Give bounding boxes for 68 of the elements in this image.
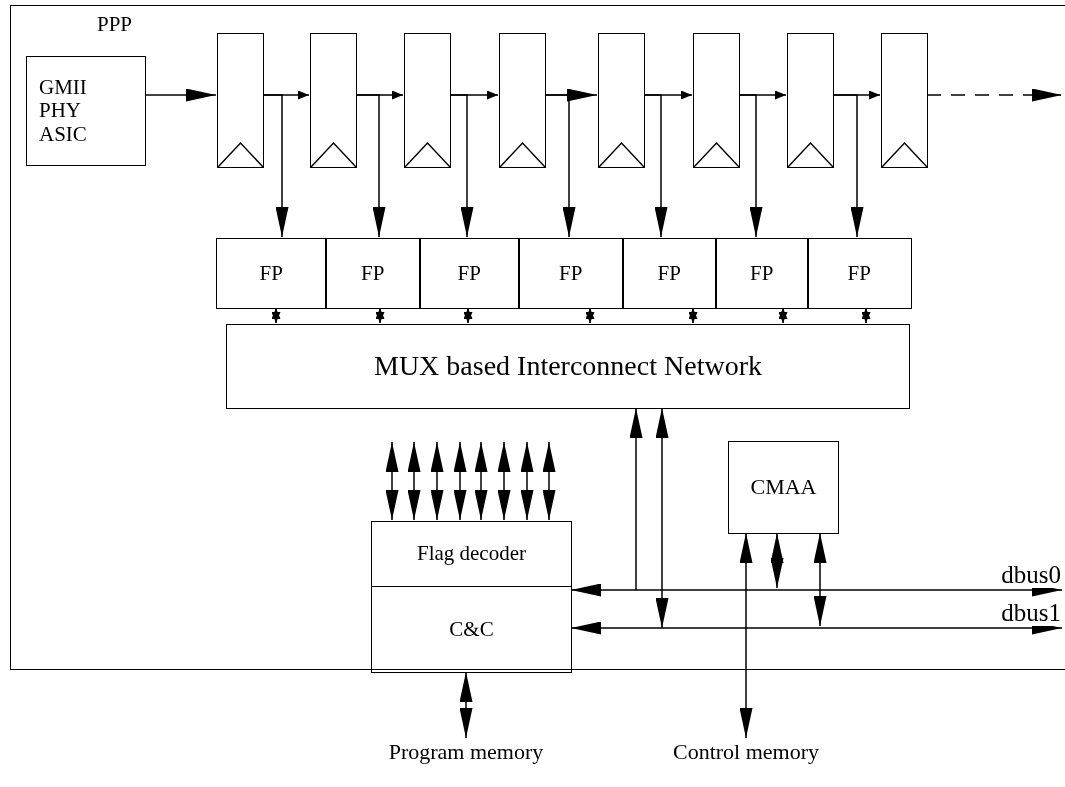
node-label: FP xyxy=(657,261,681,286)
block-box xyxy=(226,324,910,409)
arrow xyxy=(474,441,488,521)
block-box xyxy=(216,238,327,309)
arrow xyxy=(271,307,281,324)
node-label: FP xyxy=(457,261,481,286)
block-box xyxy=(622,238,717,309)
arrow xyxy=(738,94,763,238)
block-box xyxy=(371,521,572,587)
arrow xyxy=(813,532,827,627)
dashed-arrow xyxy=(926,88,1063,102)
node-label: GMII PHY ASIC xyxy=(39,76,88,146)
register-box xyxy=(404,33,451,168)
arrow xyxy=(585,307,595,324)
arrow xyxy=(570,583,1063,597)
arrow xyxy=(453,441,467,521)
arrow xyxy=(570,621,1063,635)
arrow xyxy=(449,94,474,238)
node-label: FP xyxy=(559,261,583,286)
block-title: PPP xyxy=(97,13,133,37)
arrow xyxy=(643,94,668,238)
arrow xyxy=(463,307,473,324)
node-label: CMAA xyxy=(750,475,817,500)
node-label: FP xyxy=(847,261,871,286)
register-box xyxy=(693,33,740,168)
arrow xyxy=(430,441,444,521)
arrow xyxy=(629,407,643,591)
node-label: C&C xyxy=(449,617,494,642)
block-outline xyxy=(10,5,1065,670)
arrow xyxy=(144,88,217,102)
register-box xyxy=(787,33,834,168)
chip-box xyxy=(26,56,146,166)
arrow xyxy=(375,307,385,324)
arrow xyxy=(542,441,556,521)
arrow xyxy=(497,441,511,521)
node-label: Program memory xyxy=(388,739,544,765)
register-box xyxy=(598,33,645,168)
block-box xyxy=(518,238,624,309)
block-box xyxy=(325,238,421,309)
block-box xyxy=(807,238,912,309)
block-box xyxy=(715,238,809,309)
node-label: MUX based Interconnect Network xyxy=(374,351,762,382)
register-box xyxy=(310,33,357,168)
arrow xyxy=(832,94,864,238)
node-label: Control memory xyxy=(672,739,819,765)
arrow xyxy=(385,441,399,521)
arrow xyxy=(355,94,386,238)
arrow xyxy=(262,94,289,238)
arrow xyxy=(778,307,788,324)
register-box xyxy=(217,33,264,168)
node-label: FP xyxy=(750,261,774,286)
node-label: FP xyxy=(259,261,283,286)
arrow xyxy=(544,94,576,238)
register-box xyxy=(499,33,546,168)
arrow xyxy=(688,307,698,324)
arrow xyxy=(655,407,669,629)
arrow xyxy=(407,441,421,521)
block-box xyxy=(371,586,572,673)
arrow xyxy=(861,307,871,324)
block-box xyxy=(419,238,520,309)
arrow xyxy=(520,441,534,521)
block-box xyxy=(728,441,839,534)
arrow xyxy=(770,532,784,589)
node-label: FP xyxy=(361,261,385,286)
register-box xyxy=(881,33,928,168)
arrow xyxy=(459,671,473,739)
node-label: Flag decoder xyxy=(416,542,526,566)
arrow xyxy=(739,532,753,739)
